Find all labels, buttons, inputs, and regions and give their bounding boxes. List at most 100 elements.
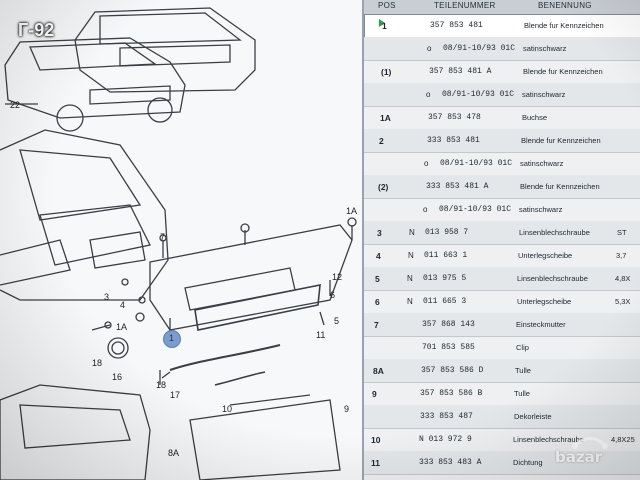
parts-diagram: 22 1A 7 3 4 1A 18 16 18 17 12 6 5 11 10 … xyxy=(0,0,362,480)
cell-pos: 4 xyxy=(376,251,381,261)
cell-pos: 1 xyxy=(382,21,387,31)
callout-12: 12 xyxy=(332,272,343,282)
cell-part-number: 333 853 481 A xyxy=(426,182,489,191)
cell-part-number: 357 868 143 xyxy=(422,320,475,329)
callout-17: 17 xyxy=(170,390,181,400)
callout-18-left: 18 xyxy=(92,358,103,368)
header-part-number[interactable]: TEILENUMMER xyxy=(434,1,496,10)
cell-pos: (2) xyxy=(378,182,389,192)
table-row[interactable]: 8A 357 853 586 D Tulle xyxy=(364,359,640,383)
cell-part-number: 011 663 1 xyxy=(424,251,468,260)
cell-description: Blende fur Kennzeichen xyxy=(520,182,600,191)
cell-flag: N xyxy=(407,297,413,306)
bazar-logo-text: bazar xyxy=(555,448,603,466)
cell-description: Dichtung xyxy=(513,458,543,467)
table-row[interactable]: 701 853 585 Clip xyxy=(364,336,640,360)
cell-description: satinschwarz xyxy=(520,159,564,168)
callout-22: 22 xyxy=(10,100,21,110)
cell-part-number: 357 853 586 D xyxy=(421,366,484,375)
cell-flag: o xyxy=(426,90,431,99)
callout-5: 5 xyxy=(334,316,340,326)
selected-row[interactable] xyxy=(364,14,640,40)
cell-description: Tulle xyxy=(514,389,530,398)
callout-18: 18 xyxy=(156,380,167,390)
callout-11: 11 xyxy=(316,330,326,340)
callout-16: 16 xyxy=(112,372,123,382)
cell-pos: 7 xyxy=(374,320,379,330)
cell-pos: 5 xyxy=(375,274,380,284)
cell-extra: 4,8X25 xyxy=(611,435,635,444)
callout-3: 3 xyxy=(104,292,110,302)
cell-description: Linsenblechschraube xyxy=(519,228,590,237)
cell-flag: o xyxy=(427,44,432,53)
cell-description: satinschwarz xyxy=(519,205,563,214)
cell-part-number: 357 853 481 xyxy=(430,21,483,30)
cell-pos: 8A xyxy=(373,366,384,376)
watermark-label: Г-92 xyxy=(18,20,55,40)
cell-description: Blende fur Kennzeichen xyxy=(524,21,604,30)
table-row[interactable]: (2) 333 853 481 A Blende fur Kennzeichen xyxy=(364,175,640,199)
cell-description: Linsenblechschraube xyxy=(517,274,588,283)
cell-part-number: 013 958 7 xyxy=(425,228,469,237)
callout-7: 7 xyxy=(160,232,166,242)
cell-description: Clip xyxy=(516,343,529,352)
cell-pos: 6 xyxy=(375,297,380,307)
cell-part-number: N 013 972 9 xyxy=(419,435,472,444)
cell-pos: 10 xyxy=(371,435,381,445)
cell-pos: 9 xyxy=(372,389,377,399)
cell-description: Blende fur Kennzeichen xyxy=(521,136,601,145)
cell-description: Tulle xyxy=(515,366,531,375)
cell-part-number: 333 853 481 xyxy=(427,136,480,145)
exploded-view-drawing xyxy=(0,7,357,480)
table-row[interactable]: 1 357 853 481 Blende fur Kennzeichen xyxy=(364,14,640,37)
cell-description: Dekorleiste xyxy=(514,412,552,421)
callout-9: 9 xyxy=(344,404,350,414)
cell-flag: N xyxy=(407,274,413,283)
table-row[interactable]: 7 357 868 143 Einsteckmutter xyxy=(364,313,640,337)
callout-4: 4 xyxy=(120,300,126,310)
callout-1A-top: 1A xyxy=(346,206,358,216)
callout-1A: 1A xyxy=(116,322,128,332)
table-row[interactable]: o 08/91-10/93 01C satinschwarz xyxy=(364,152,640,176)
callout-10: 10 xyxy=(222,404,233,414)
table-row[interactable]: (1) 357 853 481 A Blende fur Kennzeichen xyxy=(364,60,640,84)
cell-description: Unterlegscheibe xyxy=(518,251,573,260)
header-description[interactable]: BENENNUNG xyxy=(538,1,592,10)
cell-part-number: 333 853 487 xyxy=(420,412,473,421)
cell-description: Blende fur Kennzeichen xyxy=(523,67,603,76)
callout-8A: 8A xyxy=(168,448,180,458)
cell-description: Linsenblechschraube xyxy=(513,435,584,444)
cell-pos: (1) xyxy=(381,67,392,77)
cell-part-number: 08/91-10/93 01C xyxy=(440,159,513,168)
cell-extra: 3,7 xyxy=(616,251,627,260)
cell-part-number: 357 853 481 A xyxy=(429,67,492,76)
cell-part-number: 333 853 483 A xyxy=(419,458,482,467)
header-pos[interactable]: POS xyxy=(378,1,396,10)
cell-part-number: 701 853 585 xyxy=(422,343,475,352)
table-row[interactable]: 333 853 487 Dekorleiste xyxy=(364,405,640,429)
row-pointer-icon xyxy=(379,19,385,27)
callout-6: 6 xyxy=(330,290,336,300)
cell-description: Einsteckmutter xyxy=(516,320,566,329)
cell-part-number: 357 853 586 B xyxy=(420,389,483,398)
cell-part-number: 357 853 478 xyxy=(428,113,481,122)
cell-flag: N xyxy=(409,228,415,237)
cell-flag: o xyxy=(424,159,429,168)
selected-callout-marker[interactable]: 1 xyxy=(163,330,181,348)
cell-part-number: 08/91-10/93 01C xyxy=(439,205,512,214)
table-header: POS TEILENUMMER BENENNUNG xyxy=(364,0,640,15)
cell-flag: o xyxy=(423,205,428,214)
cell-description: satinschwarz xyxy=(523,44,567,53)
table-row[interactable]: o 08/91-10/93 01C satinschwarz xyxy=(364,198,640,222)
table-row[interactable]: 9 357 853 586 B Tulle xyxy=(364,382,640,406)
